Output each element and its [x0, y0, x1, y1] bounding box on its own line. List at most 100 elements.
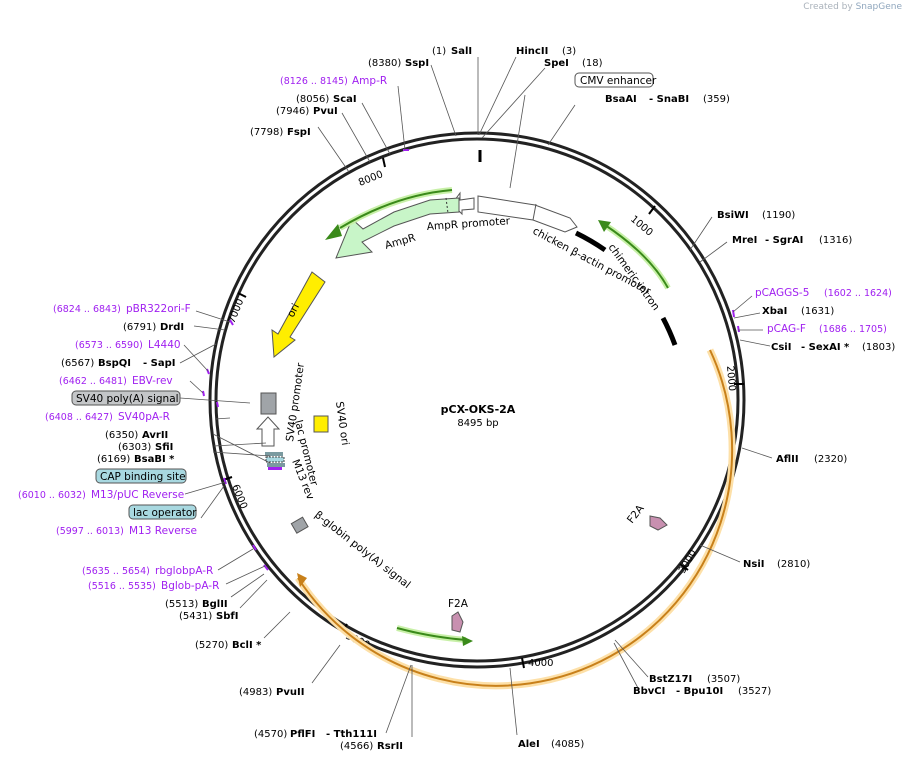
site-sfii-pos: (6303) [118, 442, 151, 453]
site-labels: (1) SalI HincII (3) SpeI (18) BsaAI - Sn… [61, 46, 895, 752]
site-avrii-pos: (6350) [105, 430, 138, 441]
leader-pvuii [311, 644, 341, 684]
site-aflii-name: AflII [776, 454, 799, 465]
leader-bspqi [179, 343, 217, 364]
site-mrei-name: MreI [732, 235, 757, 246]
primer-ampr-range: (8126 .. 8145) [280, 76, 348, 87]
primer-pcagf-range: (1686 .. 1705) [819, 324, 887, 335]
primer-mark-rbglob [252, 544, 257, 551]
site-sfii-name: SfiI [155, 442, 173, 453]
site-snabi-name: - SnaBI [649, 94, 689, 105]
site-drdi-name: DrdI [160, 322, 184, 333]
leader-m13rev [200, 485, 225, 519]
site-pvui-name: PvuI [313, 106, 338, 117]
site-bbvci-pos: (3527) [738, 686, 771, 697]
site-xbai-name: XbaI [762, 306, 787, 317]
plasmid-length: 8495 bp [457, 418, 498, 429]
site-alei-name: AleI [518, 739, 540, 750]
f2a-label-a: F2A [625, 502, 647, 526]
chicken-promoter-arrow [477, 195, 578, 233]
site-xbai-pos: (1631) [801, 306, 834, 317]
credit-text: Created by [803, 2, 853, 12]
tick-8000: 8000 [357, 169, 385, 189]
leader-bcli [263, 611, 291, 639]
primer-bglob-name: Bglob-pA-R [161, 580, 219, 592]
site-scai-name: ScaI [333, 94, 357, 105]
site-hincii-pos: (3) [562, 46, 576, 57]
site-bspqi-name: BspQI [98, 358, 131, 369]
primer-l4440-name: L4440 [148, 339, 181, 351]
f2a-label-b: F2A [448, 598, 469, 610]
site-bspqi-pos: (6567) [61, 358, 94, 369]
site-csii-name: CsiI [771, 342, 791, 353]
f2a-block-a [649, 515, 668, 531]
primer-ebv-range: (6462 .. 6481) [59, 376, 127, 387]
leader-alei [509, 667, 518, 736]
site-avrii-name: AvrII [142, 430, 168, 441]
snapgene-credit: Created by SnapGene [803, 2, 902, 12]
primer-mark-pcaggs5 [732, 309, 735, 318]
backbone-inner [214, 137, 740, 663]
site-bstz17i-pos: (3507) [707, 674, 740, 685]
primer-ebv-name: EBV-rev [132, 375, 173, 387]
leader-lines [179, 56, 773, 737]
cmv-label: CMV enhancer [580, 75, 657, 87]
leader-spei [481, 67, 546, 139]
leader-bglii [230, 573, 265, 598]
green-orf-bottom-head [462, 636, 473, 646]
ori-label: ori [285, 302, 302, 320]
site-bbvci-name: BbvCI [633, 686, 665, 697]
leader-bglobpa [225, 565, 266, 585]
tick-4000: 4000 [528, 658, 553, 669]
green-orf-right [604, 224, 669, 289]
tick-4000-mark [521, 657, 525, 669]
primer-ampr-name: Amp-R [352, 75, 387, 87]
primer-labels: (8126 .. 8145) Amp-R pCAGGS-5 (1602 .. 1… [18, 75, 892, 592]
tick-3000-mark [679, 563, 689, 571]
sv40-polya-block [260, 392, 277, 415]
site-sbfi-name: SbfI [216, 611, 238, 622]
leader-pbr322 [195, 310, 231, 323]
leader-bbvci [613, 642, 639, 689]
site-mrei-pos: (1316) [819, 235, 852, 246]
primer-mark-pcagf [737, 325, 740, 333]
tick-7000-mark [237, 292, 247, 298]
green-orf-outer [339, 189, 453, 229]
site-sspi-pos: (8380) [368, 58, 401, 69]
sv40-polya-label: SV40 poly(A) signal [76, 393, 179, 405]
primer-m13puc-range: (6010 .. 6032) [18, 490, 86, 501]
f2a-block-b [451, 611, 464, 633]
site-sali-pos: (1) [432, 46, 446, 57]
primer-mark-ebv [202, 390, 205, 397]
leader-nsii [699, 544, 741, 563]
leader-fspi [317, 126, 350, 173]
primer-rbglob-name: rbglobpA-R [155, 565, 213, 577]
site-bglii-name: BglII [202, 599, 228, 610]
site-sexai-name: - SexAI * [801, 342, 850, 353]
ampr-arrow [335, 197, 460, 259]
site-pflfi-pos: (4570) [254, 729, 287, 740]
leader-pcaggs5 [732, 295, 753, 313]
brand-name: SnapGene [855, 2, 902, 12]
leader-aflii [741, 447, 773, 459]
leader-sspi [430, 64, 457, 137]
site-tth111i-name: - Tth111I [326, 729, 377, 740]
sv40-ori-label: SV40 ori [333, 401, 351, 446]
site-rsrii-name: RsrII [377, 741, 403, 752]
site-alei-pos: (4085) [551, 739, 584, 750]
leader-drdi [193, 325, 226, 331]
m13-mark [268, 467, 282, 470]
site-pvuii-pos: (4983) [239, 687, 272, 698]
leader-pflfi [385, 664, 412, 734]
leader-ampr [397, 85, 406, 151]
site-bcli-pos: (5270) [195, 640, 228, 651]
leader-sv40pa [214, 417, 231, 420]
site-bpu10i-name: - Bpu10I [676, 686, 723, 697]
lac-block-1 [265, 452, 283, 456]
tick-1000-mark [648, 205, 656, 215]
primer-marks [202, 149, 740, 571]
primer-l4440-range: (6573 .. 6590) [75, 340, 143, 351]
site-csii-pos: (1803) [862, 342, 895, 353]
primer-pcagf-name: pCAG-F [767, 323, 806, 335]
leader-cmv [509, 94, 526, 189]
